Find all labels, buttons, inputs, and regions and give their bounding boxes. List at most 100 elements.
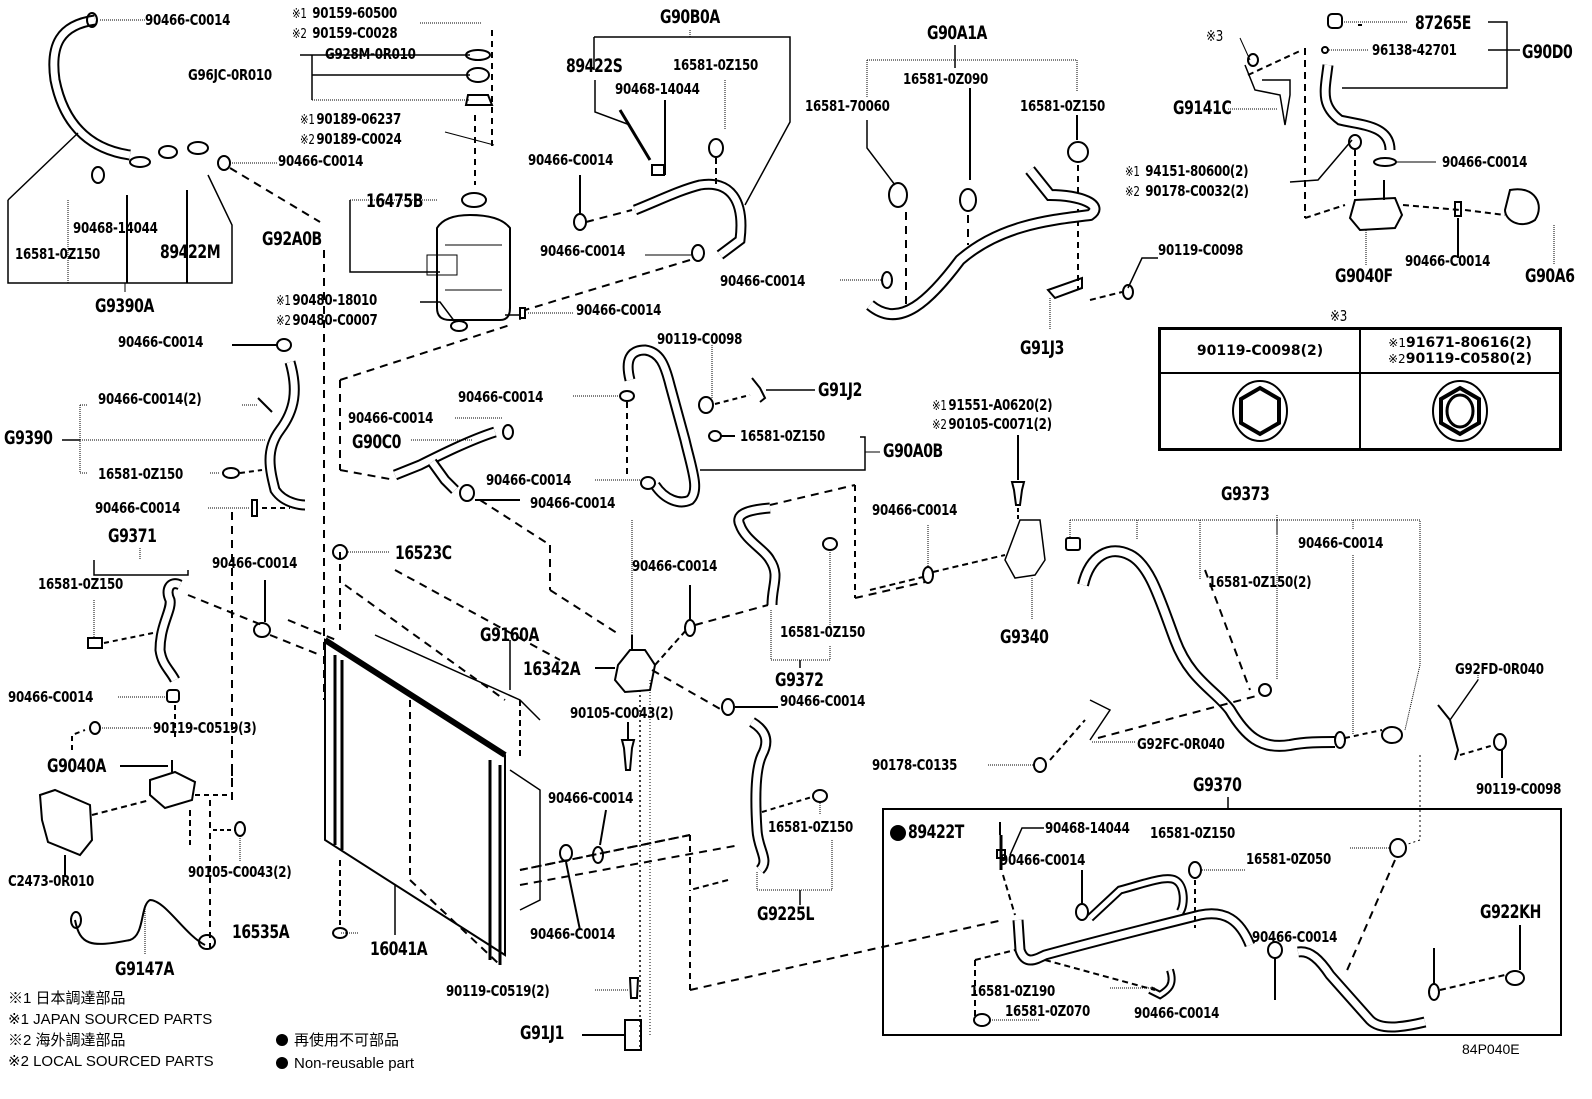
part-label[interactable]: 90466-C0014 [780, 692, 866, 710]
part-label[interactable]: 90466-C0014 [1442, 153, 1528, 171]
group-label[interactable]: G90C0 [352, 431, 402, 453]
part-label[interactable]: 90178-C0135 [872, 756, 958, 774]
part-label[interactable]: 16581-0Z150 [15, 245, 101, 263]
part-label[interactable]: 16581-0Z150 [740, 427, 826, 445]
part-label[interactable]: 90466-C0014 [530, 925, 616, 943]
part-label[interactable]: 89422M [160, 241, 221, 263]
part-label[interactable]: 87265E [1415, 12, 1471, 34]
group-label[interactable]: G9040A [47, 755, 106, 777]
part-label[interactable]: 90466-C0014 [872, 501, 958, 519]
part-label[interactable]: 16581-70060 [805, 97, 890, 115]
group-label[interactable]: G90A6 [1525, 265, 1575, 287]
part-label[interactable]: 90105-C0043(2) [188, 863, 292, 881]
part-label[interactable]: 90466-C0014 [632, 557, 718, 575]
group-label[interactable]: G90A0B [883, 440, 943, 462]
part-label[interactable]: 16581-0Z150 [1020, 97, 1106, 115]
part-label[interactable]: ※2 90159-C0028 [292, 24, 398, 43]
group-label[interactable]: G922KH [1480, 901, 1541, 923]
part-label[interactable]: 90466-C0014 [1405, 252, 1491, 270]
part-label[interactable]: 16581-0Z150 [768, 818, 854, 836]
part-label[interactable]: 90119-C0519(2) [446, 982, 550, 1000]
group-label[interactable]: G90B0A [660, 6, 720, 28]
part-label[interactable]: 90466-C0014 [576, 301, 662, 319]
group-label[interactable]: G92A0B [262, 228, 322, 250]
part-label[interactable]: 90119-C0098 [657, 330, 743, 348]
part-label[interactable]: 16535A [232, 921, 290, 943]
group-label[interactable]: G9373 [1221, 483, 1270, 505]
part-label[interactable]: 16581-0Z090 [903, 70, 989, 88]
part-label[interactable]: 90466-C0014 [458, 388, 544, 406]
part-label[interactable]: 16581-0Z190 [970, 982, 1056, 1000]
part-label[interactable]: G96JC-0R010 [188, 66, 272, 84]
part-label[interactable]: 90466-C0014 [95, 499, 181, 517]
group-label[interactable]: G9160A [480, 624, 539, 646]
part-label[interactable]: G92FD-0R040 [1455, 660, 1544, 678]
part-label[interactable]: 90119-C0519(3) [153, 719, 257, 737]
part-label[interactable]: 90468-14044 [73, 219, 158, 237]
part-label[interactable]: 16523C [395, 542, 452, 564]
group-label[interactable]: G9147A [115, 958, 174, 980]
group-label[interactable]: G9340 [1000, 626, 1049, 648]
group-label[interactable]: G9370 [1193, 774, 1242, 796]
part-label[interactable]: 90466-C0014 [212, 554, 298, 572]
note3-col1-header[interactable]: 90119-C0098(2) [1160, 329, 1360, 373]
part-label[interactable]: 90468-14044 [615, 80, 700, 98]
part-label[interactable]: 16581-0Z150 [38, 575, 124, 593]
group-label[interactable]: G9040F [1335, 265, 1393, 287]
part-label[interactable]: 16581-0Z150(2) [1208, 573, 1312, 591]
part-label[interactable]: 90466-C0014 [145, 11, 231, 29]
group-label[interactable]: G9372 [775, 669, 824, 691]
part-label[interactable]: 96138-42701 [1372, 41, 1457, 59]
note3-col2-header[interactable]: ※191671-80616(2) ※290119-C0580(2) [1360, 329, 1560, 373]
part-label[interactable]: 90466-C0014 [1134, 1004, 1220, 1022]
part-label[interactable]: G92FC-0R040 [1137, 735, 1225, 753]
part-label[interactable]: 90119-C0098 [1158, 241, 1244, 259]
part-label[interactable]: 90105-C0043(2) [570, 704, 674, 722]
group-label[interactable]: G91J1 [520, 1022, 564, 1044]
part-label[interactable]: 16041A [370, 938, 428, 960]
part-label[interactable]: 90466-C0014 [486, 471, 572, 489]
part-label[interactable]: 90466-C0014 [118, 333, 204, 351]
part-label[interactable]: 90466-C0014 [1000, 851, 1086, 869]
group-label[interactable]: G91J2 [818, 379, 862, 401]
part-label[interactable]: 90466-C0014 [278, 152, 364, 170]
group-label[interactable]: G90A1A [927, 22, 988, 44]
part-label[interactable]: 90466-C0014 [348, 409, 434, 427]
part-label[interactable]: ※3 [1206, 27, 1223, 45]
part-label[interactable]: 16581-0Z150 [780, 623, 866, 641]
part-label[interactable]: 16581-0Z150 [98, 465, 184, 483]
part-label[interactable]: 89422T [908, 821, 964, 843]
group-label[interactable]: G9390A [95, 295, 154, 317]
part-label[interactable]: ※1 90159-60500 [292, 4, 397, 23]
part-label[interactable]: 90466-C0014(2) [98, 390, 202, 408]
part-label[interactable]: 90468-14044 [1045, 819, 1130, 837]
group-label[interactable]: G9141C [1173, 97, 1232, 119]
part-label[interactable]: 90466-C0014 [720, 272, 806, 290]
group-label[interactable]: G91J3 [1020, 337, 1064, 359]
part-label[interactable]: G928M-0R010 [325, 45, 416, 63]
part-label[interactable]: 90466-C0014 [1252, 928, 1338, 946]
group-label[interactable]: G9371 [108, 525, 157, 547]
part-label[interactable]: 16581-0Z070 [1005, 1002, 1091, 1020]
part-label[interactable]: 16581-0Z150 [1150, 824, 1236, 842]
part-label[interactable]: 16581-0Z150 [673, 56, 759, 74]
part-label[interactable]: 90119-C0098 [1476, 780, 1562, 798]
part-label[interactable]: 90466-C0014 [8, 688, 94, 706]
group-label[interactable]: G9390 [4, 427, 53, 449]
part-label[interactable]: 90466-C0014 [540, 242, 626, 260]
part-label[interactable]: 89422S [566, 55, 623, 77]
part-label[interactable]: 90466-C0014 [530, 494, 616, 512]
part-label[interactable]: ※2 90178-C0032(2) [1125, 182, 1249, 201]
part-label[interactable]: ※1 94151-80600(2) [1125, 162, 1249, 181]
part-label[interactable]: 16475B [366, 190, 423, 212]
part-label[interactable]: 90466-C0014 [548, 789, 634, 807]
part-label[interactable]: C2473-0R010 [8, 872, 94, 890]
group-label[interactable]: G9225L [757, 903, 814, 925]
part-label[interactable]: 16342A [523, 658, 581, 680]
